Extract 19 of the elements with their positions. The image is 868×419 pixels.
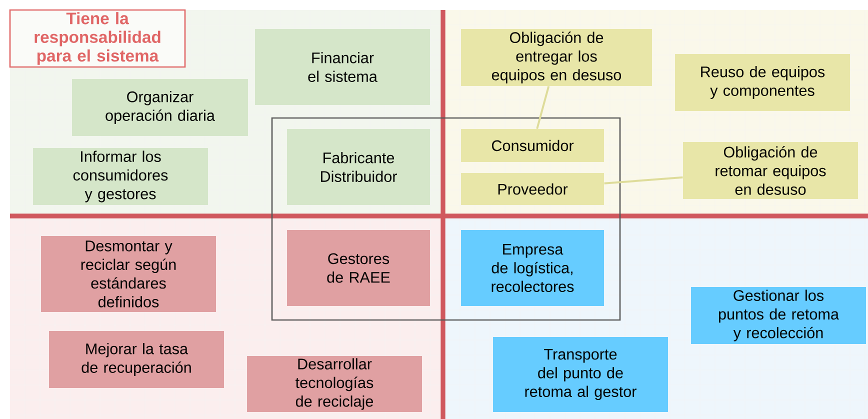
task-box: Reuso de equipos y componentes	[675, 54, 850, 111]
task-box: Financiar el sistema	[255, 29, 430, 105]
task-box: Transporte del punto de retoma al gestor	[493, 337, 668, 412]
task-box: Desmontar y reciclar según estándares definidos	[41, 236, 216, 312]
task-box: Informar los consumidores y gestores	[33, 148, 208, 206]
task-box: Obligación de retomar equipos en desuso	[683, 142, 858, 199]
task-box: Gestionar los puntos de retoma y recolección	[691, 287, 866, 344]
task-box: Proveedor	[461, 173, 604, 205]
task-box: Desarrollar tecnologías de reciclaje	[247, 356, 422, 412]
task-box: Consumidor	[461, 129, 604, 162]
task-box: Empresa de logística, recolectores	[461, 230, 604, 306]
task-box: Gestores de RAEE	[287, 230, 430, 306]
task-box: Fabricante Distribuidor	[287, 129, 430, 205]
task-box: Mejorar la tasa de recuperación	[49, 331, 224, 388]
heading-box: Tiene la responsabilidad para el sistema	[9, 9, 186, 68]
task-box: Obligación de entregar los equipos en desuso	[461, 29, 652, 86]
frame-box	[271, 117, 621, 321]
task-box: Organizar operación diaria	[72, 79, 248, 136]
connector-line	[536, 86, 550, 129]
